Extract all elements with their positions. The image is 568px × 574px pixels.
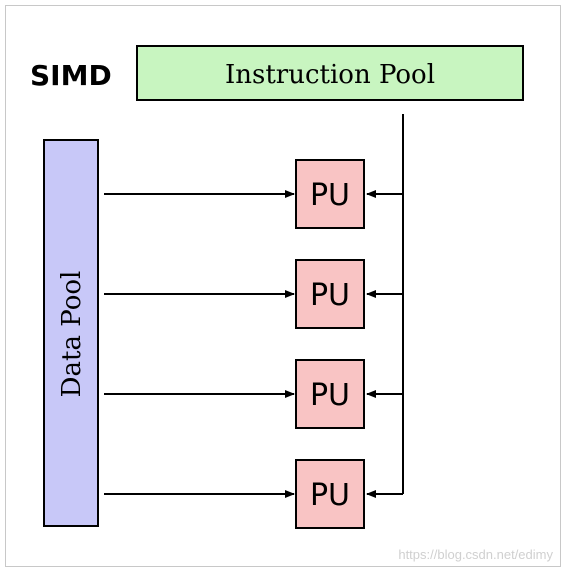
instruction-pool-box: [136, 45, 524, 101]
pu-box-3: [295, 359, 365, 429]
pu-label-4: PU: [310, 478, 350, 513]
pu-box-4: [295, 459, 365, 529]
instruction-pool-label: Instruction Pool: [225, 60, 435, 90]
data-pool-label: Data Pool: [57, 271, 87, 398]
watermark-text: https://blog.csdn.net/edimy: [398, 547, 553, 562]
pu-label-1: PU: [310, 178, 350, 213]
data-pool-box: [43, 139, 99, 527]
pu-box-1: [295, 159, 365, 229]
pu-group: PU PU PU PU: [104, 159, 403, 529]
pu-label-3: PU: [310, 378, 350, 413]
pu-box-2: [295, 259, 365, 329]
pu-label-2: PU: [310, 278, 350, 313]
diagram-title: SIMD: [30, 59, 112, 92]
